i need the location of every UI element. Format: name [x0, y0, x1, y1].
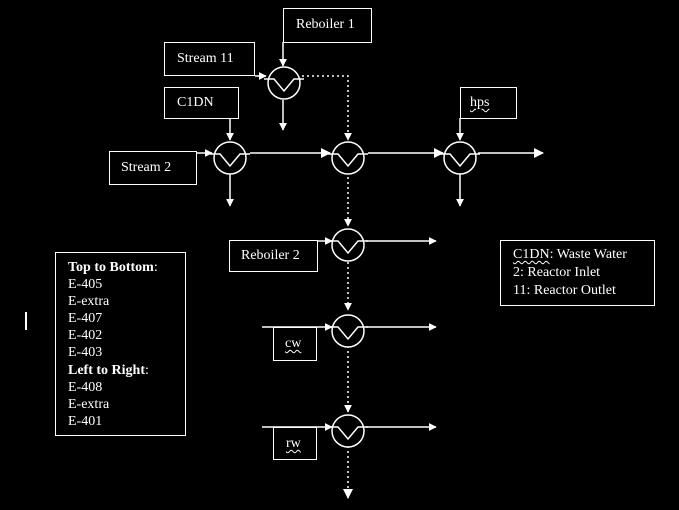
- legend-left-item: E-408: [68, 380, 103, 395]
- legend-top-item: E-403: [68, 345, 103, 360]
- key-c1dn-code: C1DN: [513, 247, 550, 262]
- legend-top-item: E-407: [68, 311, 103, 326]
- legend-top-heading: Top to Bottom: [68, 260, 154, 275]
- cw-label-box: cw: [273, 327, 317, 361]
- c1dn-label: C1DN: [177, 95, 214, 110]
- heat-exchanger-icon: [264, 66, 304, 100]
- hps-label: hps: [470, 95, 490, 110]
- key-line-1: C1DN: Waste Water: [513, 247, 627, 263]
- exchanger-order-legend: Top to Bottom: E-405 E-extra E-407 E-402…: [55, 252, 186, 436]
- rw-label-box: rw: [273, 427, 317, 460]
- legend-top-item: E-extra: [68, 294, 110, 309]
- stream2-label-box: Stream 2: [109, 151, 197, 185]
- heat-exchanger-icon: [328, 314, 368, 348]
- reboiler1-dotted-line: [302, 75, 352, 141]
- legend-left-suffix: :: [145, 363, 149, 378]
- legend-top-item: E-405: [68, 277, 103, 292]
- c1dn-label-box: C1DN: [164, 87, 239, 119]
- legend-top-heading-row: Top to Bottom:: [68, 260, 158, 276]
- stream-key-legend: C1DN: Waste Water 2: Reactor Inlet 11: R…: [500, 240, 655, 306]
- legend-top-item: E-402: [68, 328, 103, 343]
- heat-exchanger-icon: [440, 141, 480, 175]
- stream11-label-box: Stream 11: [164, 42, 255, 76]
- key-line-2: 2: Reactor Inlet: [513, 265, 601, 280]
- key-c1dn-desc: : Waste Water: [549, 247, 627, 262]
- text-cursor: [25, 312, 27, 330]
- key-line-3: 11: Reactor Outlet: [513, 283, 616, 298]
- heat-exchanger-icon: [210, 141, 250, 175]
- reboiler2-label: Reboiler 2: [241, 248, 300, 263]
- stream2-label: Stream 2: [121, 160, 172, 175]
- legend-left-item: E-extra: [68, 397, 110, 412]
- reboiler1-label-box: Reboiler 1: [283, 8, 372, 43]
- reboiler1-label: Reboiler 1: [296, 17, 355, 32]
- reboiler2-label-box: Reboiler 2: [229, 240, 318, 272]
- heat-exchanger-icon: [328, 141, 368, 175]
- heat-exchanger-icon: [328, 414, 368, 448]
- legend-left-item: E-401: [68, 414, 103, 429]
- legend-top-suffix: :: [153, 260, 158, 275]
- legend-left-heading: Left to Right: [68, 363, 145, 378]
- hps-label-box: hps: [460, 87, 517, 119]
- stream11-label: Stream 11: [177, 51, 234, 66]
- rw-label: rw: [286, 436, 301, 451]
- cw-label: cw: [285, 336, 302, 351]
- legend-left-heading-row: Left to Right:: [68, 363, 149, 379]
- heat-exchanger-icon: [328, 228, 368, 262]
